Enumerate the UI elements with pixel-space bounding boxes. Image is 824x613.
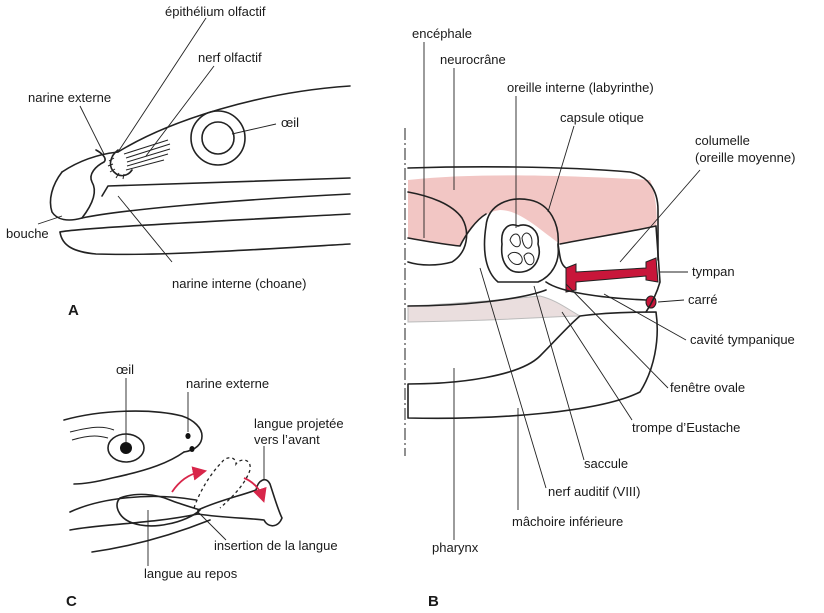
label-auditory-nerve: nerf auditif (VIII) [548,484,640,499]
label-eustachian-tube: trompe d’Eustache [632,420,740,435]
label-oval-window: fenêtre ovale [670,380,745,395]
panel-a-drawing [38,18,350,262]
label-columella-2: (oreille moyenne) [695,150,795,165]
label-saccule: saccule [584,456,628,471]
lower-jaw-region [408,312,657,418]
olfactory-epithelium [108,150,132,179]
label-tongue-projected-2: vers l’avant [254,432,320,447]
label-mouth: bouche [6,226,49,241]
panel-a-eye [191,111,245,165]
label-tympanic-cavity: cavité tympanique [690,332,795,347]
label-otic-capsule: capsule otique [560,110,644,125]
label-tongue-projected-1: langue projetée [254,416,344,431]
label-olfactory-nerve: nerf olfactif [198,50,262,65]
label-tongue-rest: langue au repos [144,566,238,581]
label-quadrate: carré [688,292,718,307]
label-external-naris-c: narine externe [186,376,269,391]
label-external-naris-a: narine externe [28,90,111,105]
label-olfactory-epithelium: épithélium olfactif [165,4,266,19]
label-tongue-insertion: insertion de la langue [214,538,338,553]
panel-label-a: A [68,302,79,319]
label-columella-1: columelle [695,133,750,148]
label-eye-a: œil [281,115,299,130]
label-eye-c: œil [116,362,134,377]
movement-arrow-1 [172,472,200,492]
label-inner-ear: oreille interne (labyrinthe) [507,80,654,95]
inner-ear-labyrinth [502,225,540,272]
panel-b-drawing [405,42,700,540]
label-tympanum: tympan [692,264,735,279]
label-internal-naris: narine interne (choane) [172,276,306,291]
label-neurocranium: neurocrâne [440,52,506,67]
columella [566,258,658,292]
panel-label-b: B [428,593,439,610]
label-pharynx: pharynx [432,540,479,555]
label-brain: encéphale [412,26,472,41]
panel-label-c: C [66,593,77,610]
label-lower-jaw: mâchoire inférieure [512,514,623,529]
neurocranium-region [408,175,657,246]
